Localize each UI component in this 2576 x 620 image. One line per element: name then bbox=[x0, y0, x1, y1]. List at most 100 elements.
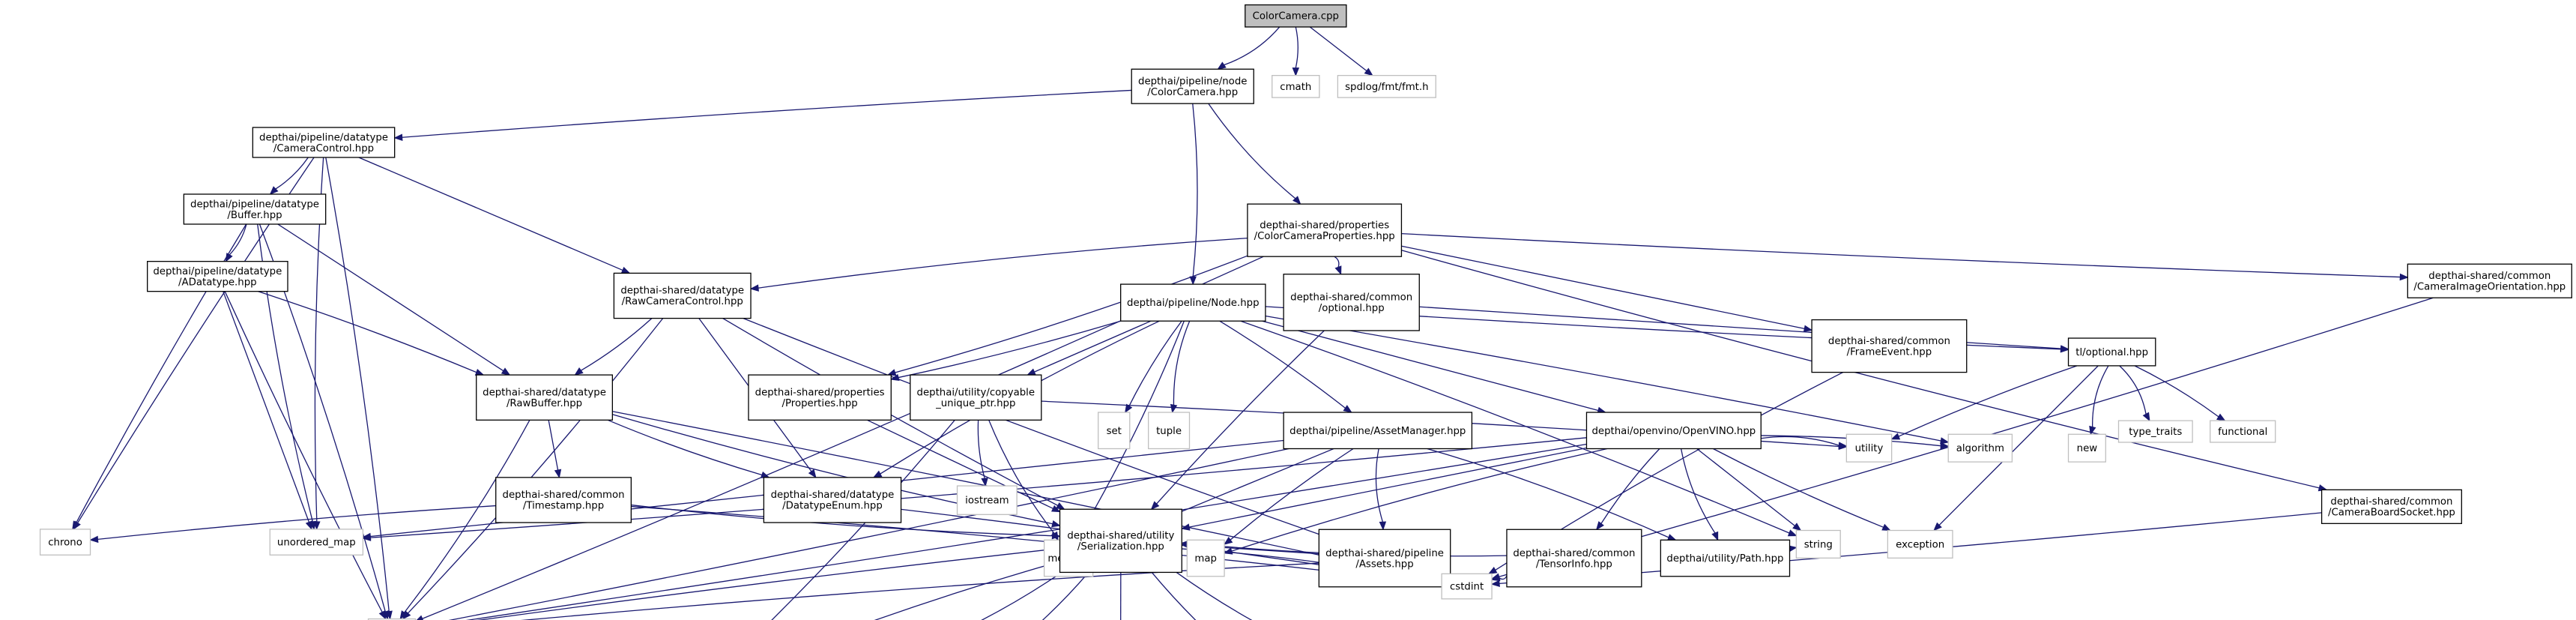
arrowhead-assetmanager-to-path bbox=[1666, 534, 1677, 541]
node-cstdint: cstdint bbox=[1441, 573, 1493, 600]
arrowhead-cameracontrol-to-rawcameracontrol bbox=[620, 266, 631, 274]
node-timestamp[interactable]: depthai-shared/common/Timestamp.hpp bbox=[495, 477, 632, 523]
edge-node-to-set bbox=[1128, 320, 1182, 406]
edge-openvino-to-path bbox=[1680, 448, 1716, 534]
arrowhead-rawbuffer-to-timestamp bbox=[554, 469, 562, 479]
node-box bbox=[910, 374, 1042, 421]
node-box bbox=[147, 261, 288, 292]
edge-serialization-to-structure bbox=[1176, 571, 1253, 620]
node-rawbuffer[interactable]: depthai-shared/datatype/RawBuffer.hpp bbox=[476, 374, 613, 421]
edge-serialization-to-cstddef bbox=[874, 561, 1060, 620]
node-label: string bbox=[1804, 539, 1833, 550]
edge-assetmanager-to-map bbox=[1230, 448, 1354, 541]
node-cameracontrol[interactable]: depthai/pipeline/datatype/CameraControl.… bbox=[252, 127, 396, 158]
arrowhead-buffer-to-rawbuffer bbox=[501, 367, 511, 376]
node-assetmanager[interactable]: depthai/pipeline/AssetManager.hpp bbox=[1283, 412, 1473, 450]
edge-cameracontrol-to-rawcameracontrol bbox=[358, 157, 623, 271]
node-properties[interactable]: depthai-shared/properties/Properties.hpp bbox=[748, 374, 892, 421]
node-label: /ADatatype.hpp bbox=[178, 277, 257, 288]
node-openvino[interactable]: depthai/openvino/OpenVINO.hpp bbox=[1585, 412, 1762, 450]
edge-rawbuffer-to-vector bbox=[404, 419, 530, 613]
node-label: new bbox=[2077, 443, 2098, 454]
arrowhead-ccprops-to-frameevent bbox=[1803, 325, 1813, 332]
node-colorcamera-hpp[interactable]: depthai/pipeline/node/ColorCamera.hpp bbox=[1131, 68, 1254, 104]
arrowhead-openvino-to-serialization bbox=[1180, 523, 1191, 531]
node-ccprops[interactable]: depthai-shared/properties/ColorCameraPro… bbox=[1247, 203, 1403, 257]
node-box bbox=[2067, 337, 2156, 367]
node-fmt: spdlog/fmt/fmt.h bbox=[1337, 75, 1436, 98]
edge-buffer-to-rawbuffer bbox=[277, 223, 504, 372]
arrowhead-tloptional-to-new bbox=[2089, 425, 2096, 436]
node-copyable[interactable]: depthai/utility/copyable_unique_ptr.hpp bbox=[910, 374, 1042, 421]
arrowhead-tloptional-to-utility bbox=[1890, 433, 1901, 440]
arrowhead-node-to-copyable bbox=[1027, 368, 1036, 376]
arrowhead-properties-to-serialization bbox=[1051, 505, 1061, 513]
node-box bbox=[1283, 412, 1473, 450]
edge-ccprops-to-rawcameracontrol bbox=[758, 237, 1248, 289]
node-label: depthai/pipeline/datatype bbox=[153, 266, 282, 277]
node-datatypeenum[interactable]: depthai-shared/datatype/DatatypeEnum.hpp bbox=[763, 477, 902, 523]
arrowhead-openvino-to-string bbox=[1792, 523, 1802, 532]
node-box bbox=[1272, 75, 1320, 98]
edge-serialization-to-vector bbox=[477, 547, 1060, 620]
node-box bbox=[39, 529, 91, 556]
node-box bbox=[2407, 263, 2572, 298]
edge-root-to-colorcamera_hpp bbox=[1224, 26, 1281, 66]
node-label: depthai-shared/datatype bbox=[620, 286, 744, 297]
edge-buffer-to-adatatype bbox=[229, 223, 247, 256]
node-label: depthai-shared/common bbox=[2428, 271, 2551, 282]
nodes-layer: ColorCamera.cpp depthai/pipeline/node/Col… bbox=[39, 4, 2572, 620]
node-label: depthai/pipeline/Node.hpp bbox=[1127, 298, 1260, 309]
node-path[interactable]: depthai/utility/Path.hpp bbox=[1660, 539, 1791, 577]
node-label: depthai-shared/common bbox=[1290, 292, 1412, 304]
arrowhead-tensorinfo-to-cstdint bbox=[1490, 574, 1501, 582]
edge-node-to-openvino bbox=[1262, 320, 1599, 412]
node-box bbox=[2067, 433, 2106, 463]
node-buffer[interactable]: depthai/pipeline/datatype/Buffer.hpp bbox=[183, 193, 327, 225]
node-box bbox=[1131, 68, 1254, 104]
node-label: chrono bbox=[48, 538, 82, 549]
arrowhead-openvino-to-utility bbox=[1838, 442, 1848, 449]
node-label: functional bbox=[2218, 427, 2267, 438]
node-box bbox=[269, 529, 364, 556]
node-frameevent[interactable]: depthai-shared/common/FrameEvent.hpp bbox=[1811, 319, 1968, 373]
node-camboardsocket[interactable]: depthai-shared/common/CameraBoardSocket.… bbox=[2320, 489, 2462, 524]
node-cmath: cmath bbox=[1272, 75, 1320, 98]
node-label: depthai-shared/common bbox=[2330, 496, 2452, 508]
node-box bbox=[252, 127, 396, 158]
node-label: iostream bbox=[965, 496, 1009, 507]
node-unordered-map: unordered_map bbox=[269, 529, 364, 556]
node-adatatype[interactable]: depthai/pipeline/datatype/ADatatype.hpp bbox=[147, 261, 288, 292]
edge-tloptional-to-exception bbox=[1938, 365, 2099, 526]
edge-tloptional-to-new bbox=[2092, 365, 2109, 427]
node-label: /Timestamp.hpp bbox=[523, 501, 604, 512]
arrowhead-adatatype-to-rawbuffer bbox=[474, 369, 485, 376]
node-rawcameracontrol[interactable]: depthai-shared/datatype/RawCameraControl… bbox=[613, 272, 752, 319]
node-assets[interactable]: depthai-shared/pipeline/Assets.hpp bbox=[1318, 529, 1451, 588]
node-root[interactable]: ColorCamera.cpp bbox=[1245, 4, 1347, 28]
node-box bbox=[1245, 4, 1347, 28]
arrowhead-root-to-fmt bbox=[1364, 67, 1373, 76]
node-tloptional[interactable]: tl/optional.hpp bbox=[2067, 337, 2156, 367]
edge-colorcamera_hpp-to-ccprops bbox=[1208, 103, 1296, 199]
node-label: /Buffer.hpp bbox=[227, 210, 282, 221]
node-node[interactable]: depthai/pipeline/Node.hpp bbox=[1120, 283, 1266, 322]
edge-serialization-to-stream_writer bbox=[1041, 572, 1089, 620]
arrowhead-colorcamera_hpp-to-cameracontrol bbox=[393, 133, 403, 141]
node-label: _unique_ptr.hpp bbox=[935, 398, 1015, 409]
node-label: type_traits bbox=[2129, 427, 2182, 438]
node-optional-common[interactable]: depthai-shared/common/optional.hpp bbox=[1283, 274, 1420, 331]
edge-node-to-algorithm bbox=[1265, 315, 1941, 442]
arrowhead-adatatype-to-vector bbox=[378, 610, 387, 620]
arrowhead-node-to-string bbox=[1787, 529, 1798, 537]
node-serialization[interactable]: depthai-shared/utility/Serialization.hpp bbox=[1059, 508, 1182, 574]
node-camimgorient[interactable]: depthai-shared/common/CameraImageOrienta… bbox=[2407, 263, 2572, 298]
node-label: depthai/openvino/OpenVINO.hpp bbox=[1591, 426, 1756, 437]
arrowhead-rawcameracontrol-to-rawbuffer bbox=[574, 367, 584, 376]
node-box bbox=[763, 477, 902, 523]
edge-ccprops-to-camboardsocket bbox=[1401, 250, 2320, 489]
node-string: string bbox=[1795, 529, 1841, 559]
node-label: depthai/pipeline/datatype bbox=[190, 199, 319, 210]
node-tensorinfo[interactable]: depthai-shared/common/TensorInfo.hpp bbox=[1506, 529, 1642, 588]
